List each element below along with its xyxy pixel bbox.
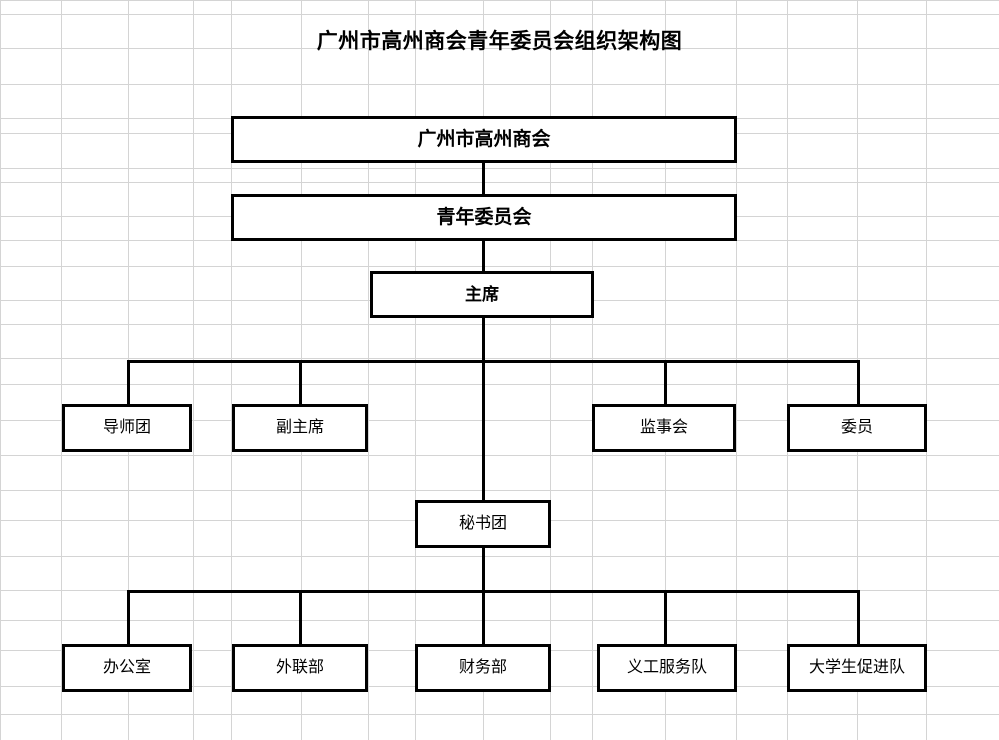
node-mentor-group[interactable]: 导师团	[62, 404, 192, 452]
connector-secretariat-down	[482, 546, 485, 592]
grid-row-line-14	[0, 384, 999, 385]
node-label: 办公室	[102, 659, 151, 676]
grid-row-line-10	[0, 266, 999, 267]
node-label: 监事会	[639, 419, 688, 436]
node-label: 财务部	[458, 659, 507, 676]
grid-column-line-13	[787, 0, 788, 740]
connector-drop-supervisory	[664, 360, 667, 404]
connector-chairman-down	[482, 315, 485, 363]
connector-drop-member	[857, 360, 860, 404]
grid-row-line-12	[0, 324, 999, 325]
node-vice-chairman[interactable]: 副主席	[232, 404, 368, 452]
node-finance-department[interactable]: 财务部	[415, 644, 551, 692]
connector-drop-mentor	[127, 360, 130, 404]
node-supervisory-board[interactable]: 监事会	[592, 404, 736, 452]
grid-column-line-6	[368, 0, 369, 740]
node-chairman[interactable]: 主席	[370, 271, 594, 318]
node-secretariat[interactable]: 秘书团	[415, 500, 551, 548]
grid-row-line-0	[0, 0, 999, 1]
node-label: 导师团	[102, 419, 151, 436]
grid-column-line-12	[736, 0, 737, 740]
grid-row-line-7	[0, 182, 999, 183]
grid-row-line-16	[0, 455, 999, 456]
node-label: 主席	[465, 285, 499, 304]
grid-column-line-9	[550, 0, 551, 740]
connector-drop-student	[857, 590, 860, 645]
node-office[interactable]: 办公室	[62, 644, 192, 692]
grid-column-line-3	[193, 0, 194, 740]
connector-l2-l3	[482, 238, 485, 272]
connector-drop-volunteer	[664, 590, 667, 645]
connector-drop-office	[127, 590, 130, 645]
grid-column-line-4	[231, 0, 232, 740]
connector-bus-level4	[127, 360, 860, 363]
node-label: 秘书团	[458, 515, 507, 532]
node-label: 外联部	[275, 659, 324, 676]
node-university-student-team[interactable]: 大学生促进队	[787, 644, 927, 692]
page-title: 广州市高州商会青年委员会组织架构图	[316, 29, 683, 53]
grid-column-line-15	[926, 0, 927, 740]
connector-drop-vice-chairman	[299, 360, 302, 404]
grid-column-line-7	[415, 0, 416, 740]
grid-column-line-10	[592, 0, 593, 740]
node-liaison-department[interactable]: 外联部	[232, 644, 368, 692]
node-committee-member[interactable]: 委员	[787, 404, 927, 452]
grid-row-line-3	[0, 84, 999, 85]
grid-column-line-0	[0, 0, 1, 740]
node-youth-committee[interactable]: 青年委员会	[231, 194, 737, 241]
node-label: 副主席	[275, 419, 324, 436]
node-label: 大学生促进队	[808, 659, 905, 676]
connector-drop-finance	[482, 590, 485, 645]
connector-l1-l2	[482, 160, 485, 196]
node-label: 义工服务队	[626, 659, 707, 676]
connector-bus-level6	[127, 590, 860, 593]
grid-row-line-19	[0, 556, 999, 557]
grid-row-line-17	[0, 490, 999, 491]
connector-trunk-to-secretariat	[482, 360, 485, 501]
grid-row-line-24	[0, 714, 999, 715]
connector-drop-liaison	[299, 590, 302, 645]
node-volunteer-service-team[interactable]: 义工服务队	[597, 644, 737, 692]
node-chamber-of-commerce[interactable]: 广州市高州商会	[231, 116, 737, 163]
node-label: 青年委员会	[436, 207, 532, 228]
node-label: 委员	[840, 419, 873, 436]
node-label: 广州市高州商会	[417, 129, 551, 150]
grid-row-line-13	[0, 358, 999, 359]
grid-row-line-1	[0, 14, 999, 15]
grid-column-line-1	[61, 0, 62, 740]
grid-row-line-21	[0, 620, 999, 621]
grid-row-line-6	[0, 168, 999, 169]
